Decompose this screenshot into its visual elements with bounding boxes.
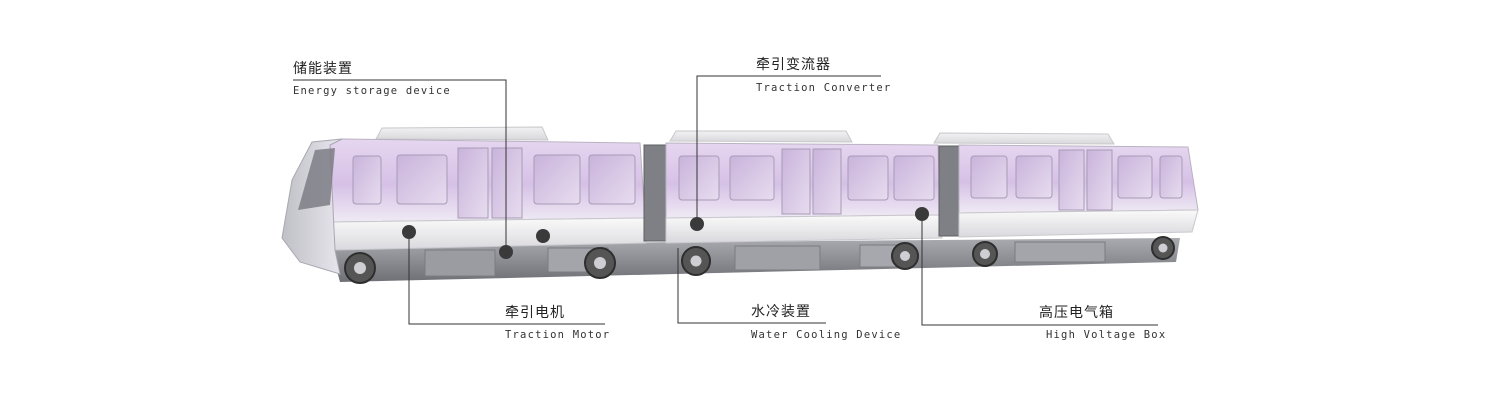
label-water-cooling-en: Water Cooling Device — [751, 329, 902, 341]
wheels — [344, 236, 1175, 284]
car-2 — [665, 142, 943, 244]
label-energy-storage-cn: 储能装置 — [293, 61, 353, 77]
leader-line-traction-motor — [408, 232, 605, 325]
gangway-2 — [938, 145, 960, 237]
label-high-voltage-box-en: High Voltage Box — [1046, 329, 1167, 341]
label-water-cooling-cn: 水冷装置 — [751, 304, 811, 320]
marker-traction-converter[interactable] — [690, 217, 704, 231]
car-3 — [958, 144, 1199, 238]
label-traction-converter-en: Traction Converter — [756, 82, 892, 94]
leader-line-energy-storage — [293, 79, 507, 252]
label-traction-motor-cn: 牵引电机 — [505, 305, 565, 321]
gangway-1 — [643, 144, 667, 242]
marker-traction-motor-2[interactable] — [536, 229, 550, 243]
leader-line-water-cooling — [677, 248, 826, 324]
label-traction-motor-en: Traction Motor — [505, 329, 611, 341]
marker-high-voltage-box[interactable] — [915, 207, 929, 221]
roof-equipment — [375, 126, 1115, 145]
leader-line-high-voltage-box — [921, 214, 1158, 326]
label-traction-converter-cn: 牵引变流器 — [756, 57, 831, 73]
car-1 — [281, 138, 647, 275]
marker-traction-motor[interactable] — [402, 225, 416, 239]
marker-energy-storage[interactable] — [499, 245, 513, 259]
label-high-voltage-box-cn: 高压电气箱 — [1039, 305, 1114, 321]
undercarriage — [330, 238, 1180, 282]
leader-line-traction-converter — [696, 75, 881, 224]
label-energy-storage-en: Energy storage device — [293, 85, 451, 97]
